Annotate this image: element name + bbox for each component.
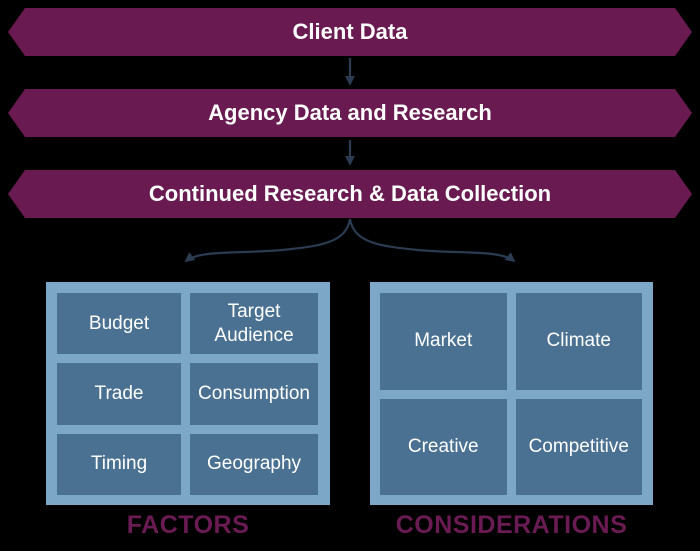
considerations-title: CONSIDERATIONS [395, 511, 628, 539]
factors-panel: Budget Target Audience Trade Consumption… [46, 282, 330, 505]
banner-continued-research: Continued Research & Data Collection [8, 170, 692, 218]
factor-cell-geography: Geography [190, 433, 318, 495]
factors-title: FACTORS [126, 511, 250, 539]
banner-client-data: Client Data [8, 8, 692, 56]
considerations-panel: Market Climate Creative Competitive [370, 282, 653, 505]
factor-cell-trade: Trade [57, 363, 182, 425]
consideration-cell-competitive: Competitive [515, 398, 642, 495]
consideration-cell-creative: Creative [380, 398, 507, 495]
consideration-cell-market: Market [380, 293, 507, 390]
consideration-cell-climate: Climate [515, 293, 642, 390]
banner-agency-data-label: Agency Data and Research [208, 100, 492, 125]
branch-arrow-left-icon [184, 218, 352, 263]
branch-arrow-right-icon [348, 218, 516, 263]
factor-cell-timing: Timing [57, 433, 182, 495]
factor-cell-budget: Budget [57, 293, 182, 355]
banner-continued-research-label: Continued Research & Data Collection [148, 181, 552, 206]
factor-cell-target-audience: Target Audience [190, 293, 318, 355]
banner-agency-data: Agency Data and Research [8, 89, 692, 137]
factor-cell-consumption: Consumption [190, 363, 318, 425]
banner-client-data-label: Client Data [292, 19, 408, 44]
